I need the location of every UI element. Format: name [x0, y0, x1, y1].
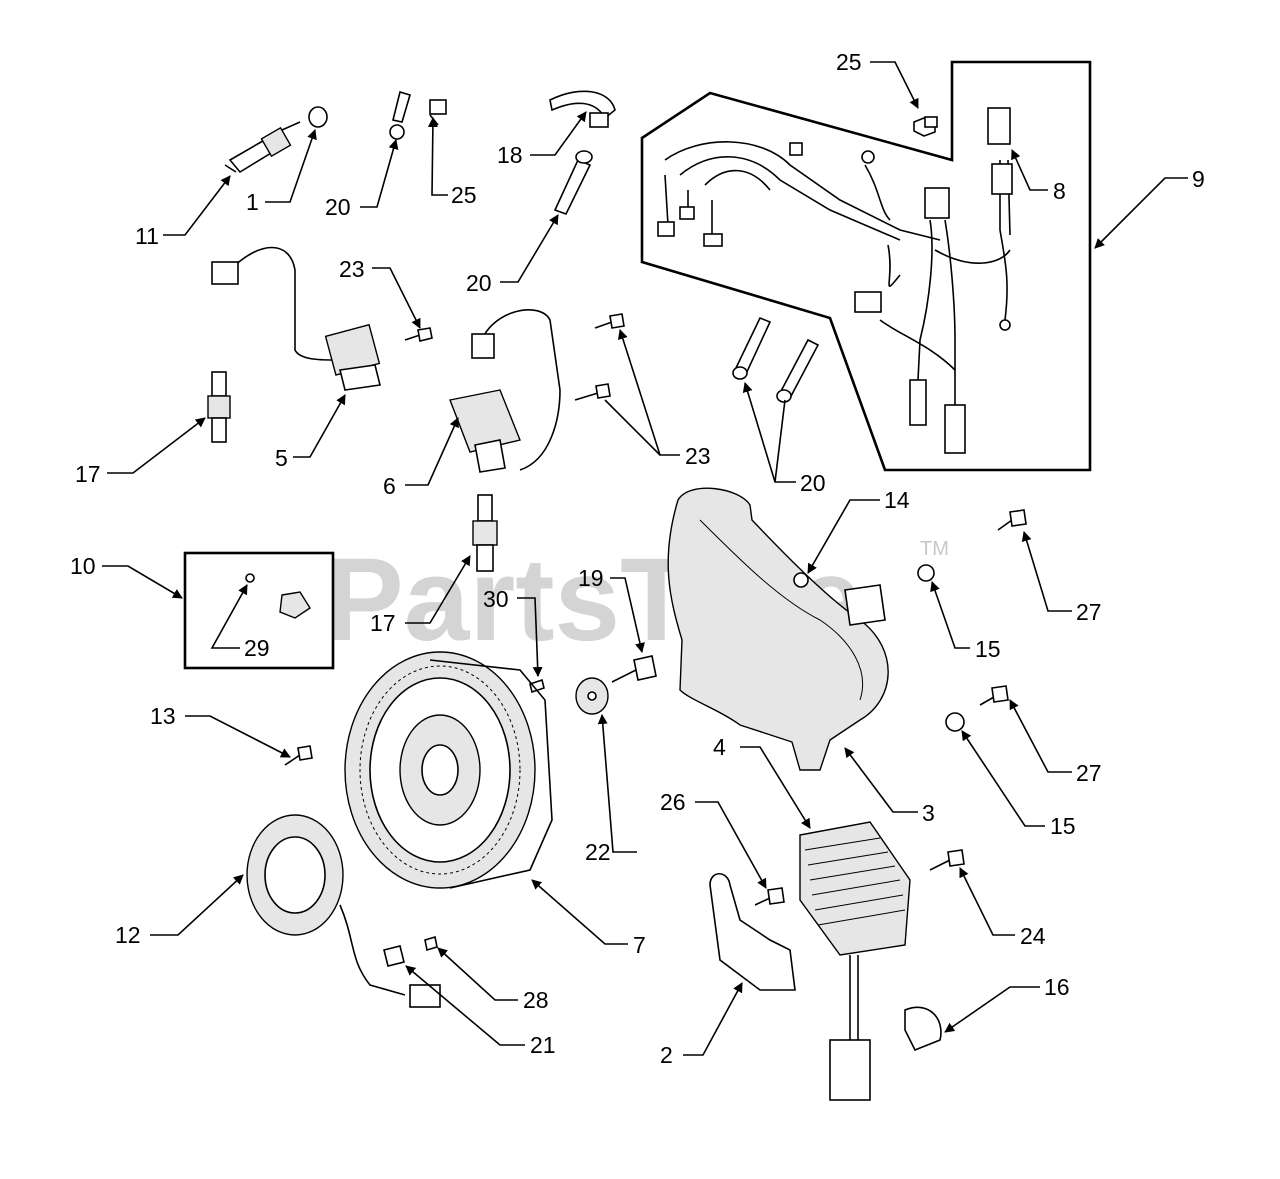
trademark-mark: TM — [920, 538, 949, 560]
leader-lines — [102, 61, 1188, 1056]
bolt-19 — [611, 655, 657, 683]
stator-12 — [246, 814, 441, 1008]
flywheel-7 — [344, 651, 553, 889]
callout-29: 29 — [244, 635, 270, 661]
screw-23-upper — [594, 313, 625, 329]
callout-27-a: 27 — [1076, 599, 1102, 625]
screw-27-a — [997, 509, 1027, 531]
callout-22: 22 — [585, 839, 611, 865]
callout-14: 14 — [884, 487, 910, 513]
callout-6: 6 — [383, 473, 396, 499]
callout-9: 9 — [1192, 166, 1205, 192]
clamp-21 — [383, 945, 405, 967]
callout-2: 2 — [660, 1042, 673, 1068]
screw-13 — [284, 745, 313, 766]
callout-25-top: 25 — [836, 49, 862, 75]
callout-20-c: 20 — [800, 470, 826, 496]
callout-8: 8 — [1053, 178, 1066, 204]
callout-10: 10 — [70, 553, 96, 579]
callout-19: 19 — [578, 565, 604, 591]
callout-7: 7 — [633, 932, 646, 958]
harness-group-box — [640, 60, 1092, 472]
clip-18 — [549, 90, 616, 128]
wiring-harness — [657, 107, 1013, 454]
grommet-15-b — [945, 712, 965, 732]
blower-housing-3 — [667, 487, 889, 771]
callout-30: 30 — [483, 586, 509, 612]
washer-22 — [575, 677, 609, 715]
cable-tie-20-c — [732, 316, 820, 403]
callout-23-a: 23 — [339, 256, 365, 282]
callout-labels: 25 9 8 18 20 25 11 1 23 20 5 17 23 6 20 … — [70, 49, 1205, 1068]
spark-plug-17-b — [472, 494, 498, 572]
bolt-25-top — [913, 116, 938, 137]
callout-28: 28 — [523, 987, 549, 1013]
sensor-group-box — [183, 551, 335, 670]
callout-17-b: 17 — [370, 610, 396, 636]
callout-23-b: 23 — [685, 443, 711, 469]
callout-3: 3 — [922, 800, 935, 826]
screw-24 — [929, 849, 965, 871]
bracket-2 — [709, 872, 796, 991]
callout-26: 26 — [660, 789, 686, 815]
washer-1 — [308, 106, 328, 128]
callout-1: 1 — [246, 189, 259, 215]
key-30 — [529, 678, 545, 694]
screw-26 — [754, 887, 785, 906]
callout-15-a: 15 — [975, 636, 1001, 662]
callout-17-a: 17 — [75, 461, 101, 487]
spark-plug-17-a — [207, 371, 231, 443]
screw-28 — [424, 935, 438, 952]
callout-20-a: 20 — [325, 194, 351, 220]
grommet-15-a — [917, 564, 935, 582]
callout-21: 21 — [530, 1032, 556, 1058]
callout-13: 13 — [150, 703, 176, 729]
callout-20-b: 20 — [466, 270, 492, 296]
ignition-coil-6 — [449, 309, 561, 473]
callout-25-a: 25 — [451, 182, 477, 208]
voltage-regulator-4 — [799, 821, 911, 1101]
oil-pressure-switch — [224, 121, 301, 174]
screw-23-lower — [574, 383, 611, 401]
callout-15-b: 15 — [1050, 813, 1076, 839]
callout-11: 11 — [135, 223, 159, 249]
clip-16 — [904, 1006, 942, 1052]
callout-18: 18 — [497, 142, 523, 168]
cable-tie-20-a — [389, 90, 411, 140]
callout-27-b: 27 — [1076, 760, 1102, 786]
sensor-10 — [245, 573, 311, 619]
callout-12: 12 — [115, 922, 141, 948]
callout-5: 5 — [275, 445, 288, 471]
ignition-coil-5 — [211, 246, 433, 391]
callout-4: 4 — [713, 734, 726, 760]
callout-24: 24 — [1020, 923, 1046, 949]
callout-16: 16 — [1044, 974, 1070, 1000]
screw-27-b — [979, 685, 1009, 706]
cable-tie-20-b — [553, 150, 593, 215]
